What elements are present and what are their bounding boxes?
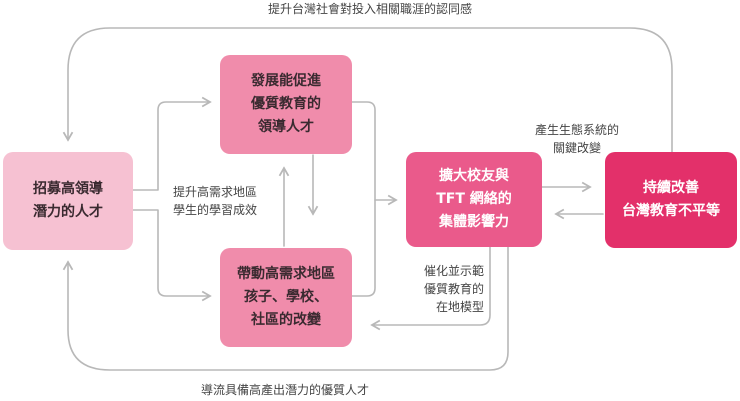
arrow-sustain-to-recruit-top — [62, 27, 673, 153]
drive-line-2: 孩子、學校、 — [244, 289, 328, 305]
model-line-1: 催化並示範 — [423, 264, 484, 278]
recruit-line-2: 潛力的人才 — [33, 204, 103, 220]
alumni-line-3: 集體影響力 — [439, 214, 509, 230]
sustain-improvement-box: 持續改善 台灣教育不平等 — [605, 152, 737, 248]
model-line-2: 優質教育的 — [423, 282, 484, 296]
learning-outcome-line-1: 提升高需求地區 — [173, 185, 258, 199]
ecosystem-line-2: 關鍵改變 — [552, 141, 601, 155]
drive-change-box: 帶動高需求地區 孩子、學校、 社區的改變 — [220, 248, 352, 347]
sustain-line-2: 台灣教育不平等 — [622, 203, 720, 219]
learning-outcome-line-2: 學生的學習成效 — [173, 203, 258, 217]
arrow-recruit-to-drive — [132, 209, 212, 302]
develop-line-2: 優質教育的 — [251, 96, 321, 112]
bottom-arc-label: 導流具備高產出潛力的優質人才 — [200, 383, 369, 397]
recruit-talent-box: 招募高領導 潛力的人才 — [3, 152, 133, 250]
ecosystem-line-1: 產生生態系統的 — [534, 123, 619, 137]
local-model-label: 催化並示範 優質教育的 在地模型 — [392, 262, 484, 316]
top-arc-label: 提升台灣社會對投入相關職涯的認同感 — [230, 0, 510, 18]
alumni-line-1: 擴大校友與 — [439, 168, 509, 184]
arrow-alumni-to-drive — [370, 246, 491, 331]
develop-line-1: 發展能促進 — [251, 73, 321, 89]
recruit-line-1: 招募高領導 — [33, 181, 103, 197]
learning-outcome-label: 提升高需求地區 學生的學習成效 — [173, 183, 258, 219]
alumni-line-2: TFT 網絡的 — [436, 191, 512, 207]
model-line-3: 在地模型 — [435, 300, 484, 314]
arrow-drive-to-alumni — [351, 194, 398, 297]
drive-line-3: 社區的改變 — [251, 312, 321, 328]
arrow-develop-to-alumni — [351, 101, 376, 201]
arrow-alumni-to-recruit-bottom — [62, 246, 509, 371]
alumni-network-box: 擴大校友與 TFT 網絡的 集體影響力 — [406, 152, 542, 247]
develop-leaders-box: 發展能促進 優質教育的 領導人才 — [220, 55, 352, 154]
arrow-recruit-to-develop — [132, 96, 212, 191]
ecosystem-change-label: 產生生態系統的 關鍵改變 — [522, 121, 632, 157]
drive-line-1: 帶動高需求地區 — [237, 266, 335, 282]
develop-line-3: 領導人才 — [258, 119, 314, 135]
sustain-line-1: 持續改善 — [643, 180, 699, 196]
